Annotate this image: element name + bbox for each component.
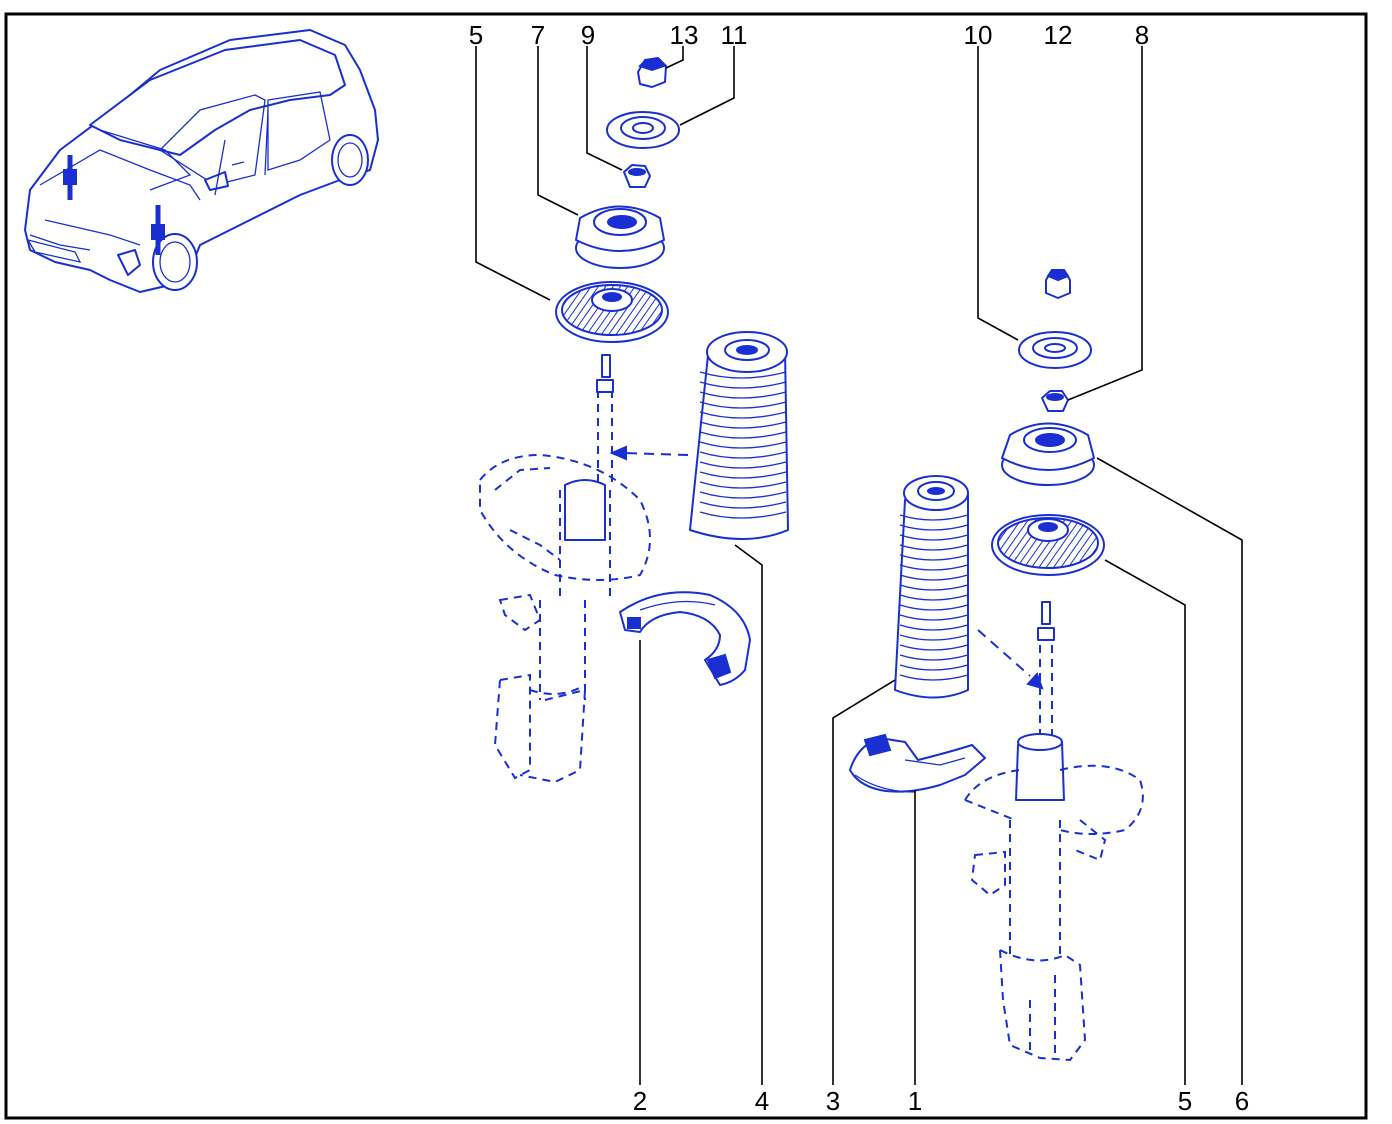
washer-10: [1018, 331, 1092, 369]
bellows-ridge: [699, 411, 787, 419]
callout-4: 4: [755, 1086, 769, 1116]
assembly-arrow-left: [609, 445, 689, 461]
bellows-ridge: [899, 514, 969, 521]
bellows-ridge: [699, 401, 787, 409]
bellows-ridge: [899, 634, 969, 641]
bellows-ridge: [899, 594, 969, 601]
bellows-ridge: [699, 391, 787, 399]
bellows-ridge: [899, 604, 969, 611]
upper-mount-6: [1001, 422, 1095, 486]
spring-seat-5-right: [991, 514, 1105, 576]
callout-5-left: 5: [469, 20, 483, 50]
bellows-ridge: [699, 451, 787, 459]
bellows-ridge: [899, 524, 969, 531]
bellows-ridge: [699, 381, 787, 389]
nut-8: [1041, 390, 1069, 412]
bellows-ridge: [899, 584, 969, 591]
bellows-ridge: [699, 371, 787, 379]
bellows-ridge: [699, 431, 787, 439]
callout-8: 8: [1135, 20, 1149, 50]
bellows-ridge: [699, 471, 787, 479]
callout-numbers: 5 7 9 13 11 10 12 8 2 4 3 1 5 6: [469, 20, 1249, 1116]
bellows-ridge: [899, 574, 969, 581]
bellows-ridge: [899, 554, 969, 561]
bellows-ridge: [899, 624, 969, 631]
bellows-ridge: [899, 654, 969, 661]
washer-11: [606, 111, 680, 149]
bellows-ridge: [899, 674, 969, 681]
spring-seat-5-left: [555, 281, 669, 343]
nut-9: [623, 164, 651, 188]
bellows-ridge: [699, 421, 787, 429]
bellows-ridge: [699, 441, 787, 449]
spring-seat-1: [849, 733, 986, 793]
assembly-arrow-right: [977, 629, 1044, 690]
nut-12: [1045, 269, 1071, 299]
bellows-ridge: [699, 481, 787, 489]
callout-6: 6: [1235, 1086, 1249, 1116]
callout-11: 11: [721, 20, 748, 50]
bellows-ridge: [899, 564, 969, 571]
car-thumbnail: [24, 29, 379, 293]
bellows-ridge: [699, 461, 787, 469]
bellows-ridge: [899, 614, 969, 621]
callout-13: 13: [670, 20, 699, 50]
bellows-ridge: [699, 511, 787, 519]
bellows-ridge: [699, 501, 787, 509]
bellows-ridge: [899, 534, 969, 541]
leader-lines: [475, 46, 1243, 1085]
callout-10: 10: [964, 20, 993, 50]
nut-13: [637, 57, 667, 88]
callout-3: 3: [826, 1086, 840, 1116]
callout-5-right: 5: [1178, 1086, 1192, 1116]
callout-12: 12: [1044, 20, 1073, 50]
diagram-frame: [4, 12, 1368, 1120]
spring-seat-2: [619, 591, 751, 686]
upper-mount-7: [575, 205, 665, 269]
car-strut-highlight: [63, 155, 165, 255]
bellows-ridge: [899, 664, 969, 671]
shock-absorber-left: [479, 354, 651, 784]
callout-9: 9: [581, 20, 595, 50]
bellows-ridge: [899, 544, 969, 551]
bellows-ridge: [699, 491, 787, 499]
callout-1: 1: [908, 1086, 922, 1116]
bellows-4: [689, 331, 789, 540]
shock-absorber-right: [964, 601, 1144, 1062]
bellows-3: [894, 475, 969, 699]
callout-7: 7: [531, 20, 545, 50]
bellows-ridge: [899, 644, 969, 651]
callout-2: 2: [633, 1086, 647, 1116]
